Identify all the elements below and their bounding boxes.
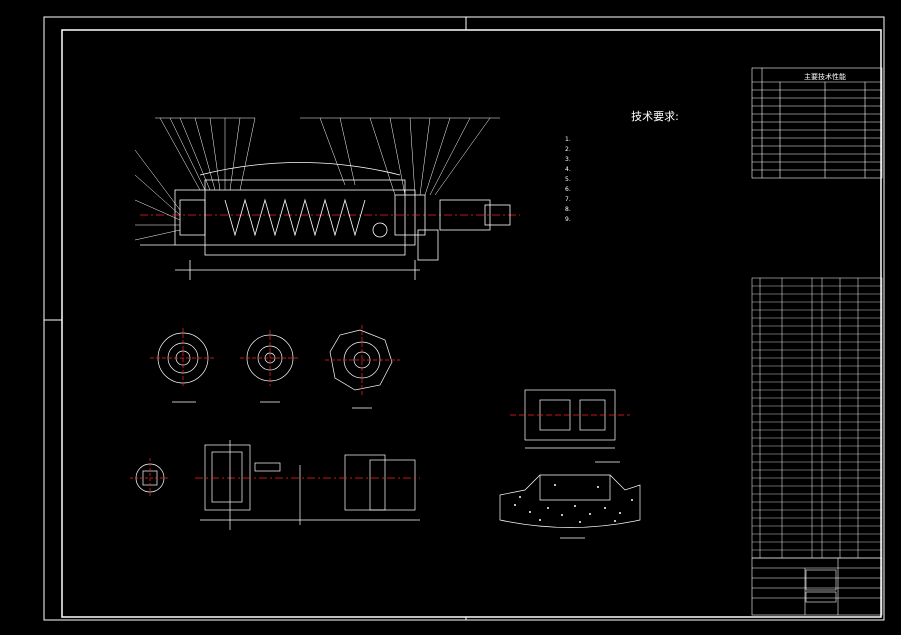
technical-requirement-item: 5. bbox=[565, 176, 571, 183]
detail-view-small bbox=[130, 458, 170, 498]
technical-requirement-item: 3. bbox=[565, 156, 571, 163]
technical-requirement-item: 7. bbox=[565, 196, 571, 203]
technical-requirement-item: 9. bbox=[565, 216, 571, 223]
technical-requirements-title: 技术要求: bbox=[631, 110, 679, 123]
section-view-a bbox=[150, 328, 215, 403]
main-assembly-view bbox=[140, 162, 520, 280]
technical-requirement-item: 2. bbox=[565, 146, 571, 153]
parts-list bbox=[751, 277, 883, 559]
callout-leaders bbox=[134, 117, 500, 241]
technical-requirement-item: 8. bbox=[565, 206, 571, 213]
foundation-plan bbox=[510, 389, 630, 449]
technical-requirement-item: 4. bbox=[565, 166, 571, 173]
parts-list-rows bbox=[752, 285, 882, 551]
bottom-view bbox=[195, 440, 420, 530]
section-view-b bbox=[240, 330, 300, 403]
outer-frame bbox=[43, 16, 885, 621]
technical-requirement-item: 6. bbox=[565, 186, 571, 193]
aggregate-pattern bbox=[514, 484, 633, 523]
technical-requirements-list: 1. 2. 3. 4. 5. 6. 7. 8. 9. bbox=[565, 135, 725, 225]
technical-requirement-item: 1. bbox=[565, 136, 571, 143]
spec-table-title: 主要技术性能 bbox=[804, 73, 846, 81]
inner-frame bbox=[61, 29, 882, 618]
section-view-c bbox=[325, 325, 400, 409]
title-block bbox=[751, 557, 883, 616]
foundation-section bbox=[499, 461, 641, 539]
spec-table bbox=[751, 67, 883, 179]
